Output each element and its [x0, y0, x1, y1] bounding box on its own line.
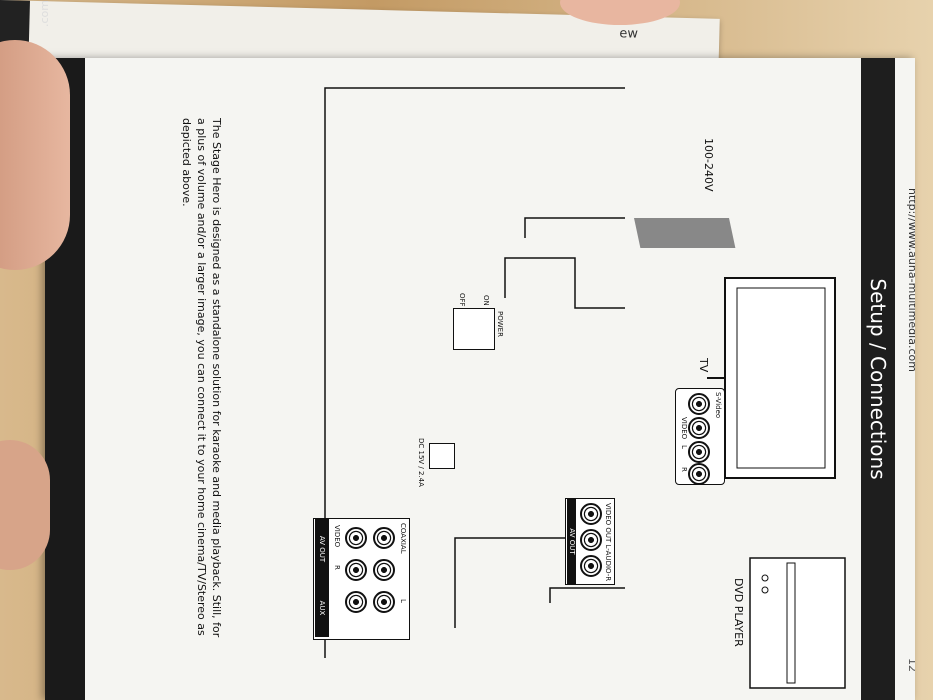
unit-l-label: L — [399, 599, 407, 603]
manual-page: au http://www.auna-multimedia.com 12 Set… — [45, 58, 915, 700]
unit-aux-jack-icon — [345, 591, 367, 613]
dvd-button-icon — [761, 586, 769, 594]
tv-svideo-label: S-Video — [714, 392, 722, 419]
tv-video-jack-icon — [688, 417, 710, 439]
dvd-player-outline — [749, 557, 846, 689]
previous-page-text: ew — [619, 26, 639, 42]
wire-tv — [504, 257, 625, 309]
tv-input-panel: S-Video VIDEO L R — [675, 388, 725, 485]
unit-jack-icon — [373, 591, 395, 613]
tv-r-label: R — [680, 467, 688, 472]
tv-outline — [724, 277, 836, 479]
dvd-player-label: DVD PLAYER — [732, 578, 745, 647]
tv-l-jack-icon — [688, 441, 710, 463]
previous-page-com: .com — [38, 0, 51, 27]
av-out-label: AV OUT — [315, 519, 329, 579]
dvd-panel-header: VIDEO OUT L-AUDIO-R — [604, 503, 612, 582]
wire-audio — [549, 587, 625, 603]
page-content: http://www.auna-multimedia.com 12 Setup … — [55, 58, 915, 700]
page-description: The Stage Hero is designed as a standalo… — [180, 118, 223, 638]
unit-video-jack-icon — [345, 527, 367, 549]
dvd-panel-footer: AV OUT — [567, 499, 576, 584]
wire-power — [524, 217, 625, 238]
dvd-button-icon — [761, 574, 769, 582]
connection-diagram — [324, 87, 846, 689]
unit-output-panel: COAXIAL L VIDEO R AV OUT AUX — [313, 518, 410, 640]
finger — [0, 440, 50, 570]
coaxial-label: COAXIAL — [399, 523, 407, 554]
dvd-video-jack-icon — [580, 503, 602, 525]
tv-video-label: VIDEO — [680, 417, 688, 440]
power-label: POWER — [496, 311, 504, 337]
dc-input-label: DC 15V / 2.4A — [417, 438, 425, 487]
tv-screen — [736, 287, 826, 469]
dvd-audio-r-jack-icon — [580, 555, 602, 577]
tv-svideo-jack-icon — [688, 393, 710, 415]
dvd-av-panel: VIDEO OUT L-AUDIO-R AV OUT — [565, 498, 615, 585]
coaxial-jack-icon — [373, 527, 395, 549]
wire-video — [324, 87, 625, 658]
tv-r-jack-icon — [688, 463, 710, 485]
unit-jack-icon — [373, 559, 395, 581]
power-on-label: ON — [482, 295, 490, 306]
dvd-tray — [786, 562, 796, 684]
dc-input-jack-icon — [429, 443, 455, 469]
wire-av — [454, 537, 575, 628]
dvd-audio-l-jack-icon — [580, 529, 602, 551]
power-switch: POWER ON OFF — [453, 293, 504, 350]
tv-l-label: L — [680, 445, 688, 449]
mains-voltage-label: 100-240V — [702, 138, 715, 192]
unit-r-jack-icon — [345, 559, 367, 581]
power-off-label: OFF — [458, 293, 466, 307]
thumb — [0, 40, 70, 270]
aux-label: AUX — [315, 579, 329, 637]
tv-label: TV — [697, 358, 710, 373]
mains-plug-icon — [634, 218, 736, 248]
unit-video-label: VIDEO — [333, 525, 341, 548]
unit-r-label: R — [333, 565, 341, 570]
